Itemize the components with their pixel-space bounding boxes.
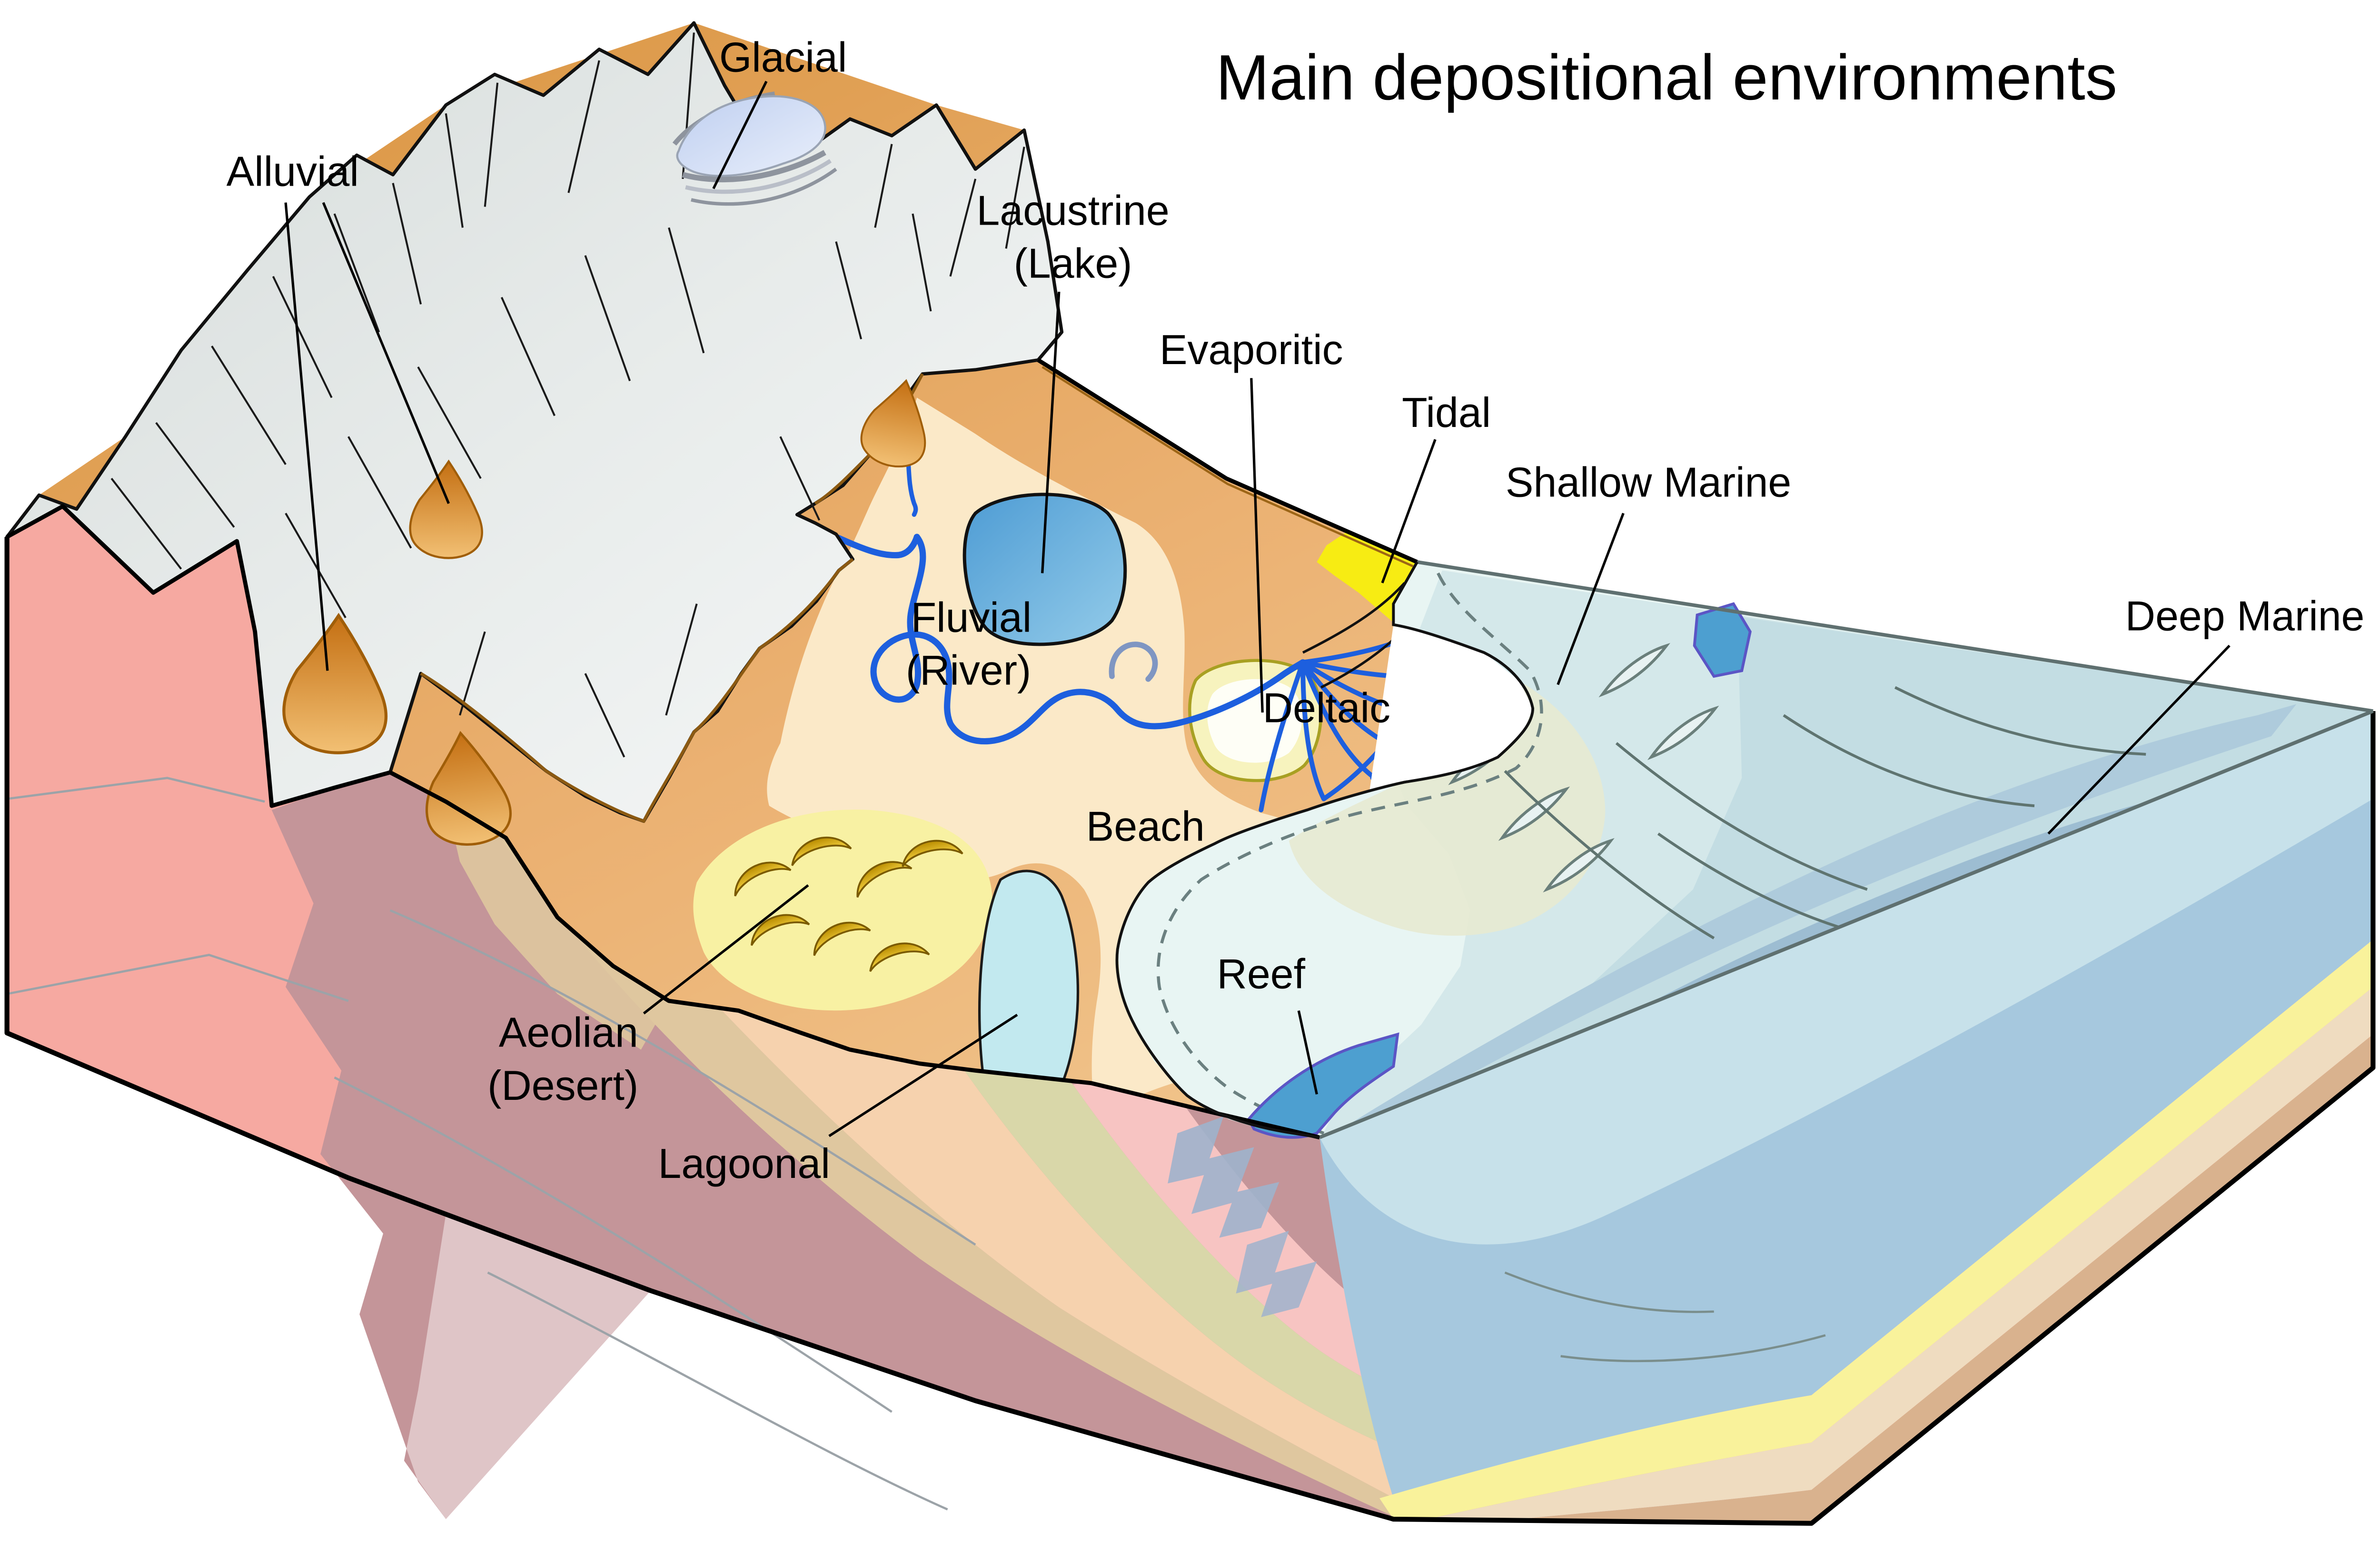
dune-crescent: [902, 840, 963, 867]
oxbow-abandoned-channel: [1109, 642, 1158, 682]
label-lacustrine-line1: Lacustrine: [977, 187, 1170, 234]
label-aeolian-line1: Aeolian: [499, 1009, 638, 1056]
label-reef: Reef: [1217, 950, 1306, 998]
leader-alluvial-2: [322, 202, 450, 504]
dune-field-sand: [693, 810, 992, 1011]
face-tan-upper: [446, 801, 669, 1050]
alluvial-fan-upper: [860, 379, 926, 468]
face-fault-line-3: [389, 909, 976, 1246]
label-deltaic: Deltaic: [1263, 684, 1390, 731]
label-tidal: Tidal: [1402, 389, 1491, 436]
mountain-base-brown-line: [420, 558, 854, 823]
shoreface-dashed-line: [1156, 572, 1543, 1135]
alluvial-fan-south: [426, 731, 512, 846]
layer-pale-tan: [1421, 987, 2373, 1521]
leader-lacustrine: [1041, 291, 1061, 573]
label-deep-marine: Deep Marine: [2125, 592, 2365, 639]
prodelta-mud-tint: [1289, 673, 1606, 936]
alluvial-fan-midslope: [409, 459, 483, 559]
reef-patch-main: [1247, 1032, 1399, 1139]
moraine-band-2: [685, 159, 832, 194]
lake: [962, 493, 1127, 646]
waterline-edge: [1319, 709, 2374, 1139]
label-lacustrine-line2: (Lake): [1014, 240, 1132, 287]
dune-crescent: [791, 837, 852, 866]
leader-evaporitic: [1250, 378, 1264, 713]
river-meanders: [870, 534, 1306, 745]
label-shallow-marine: Shallow Marine: [1506, 458, 1791, 505]
mountain-range: [5, 21, 1064, 846]
dune-crescent: [856, 861, 912, 898]
label-evaporitic: Evaporitic: [1160, 326, 1343, 373]
leader-lagoonal: [828, 1014, 1018, 1137]
glacier: [672, 91, 837, 206]
leader-lines: [284, 80, 2231, 1137]
leader-reef: [1297, 1010, 1318, 1095]
moraine-band-3: [691, 168, 837, 206]
leader-glacial: [712, 80, 768, 189]
label-alluvial: Alluvial: [227, 148, 359, 195]
land-horizon-edge: [1037, 358, 1418, 564]
land-horizon-brown-line: [1041, 366, 1414, 567]
dune-crescent: [751, 914, 810, 946]
face-sea-current-line-2: [1560, 1334, 1826, 1363]
face-fault-line-4: [334, 1076, 892, 1413]
face-sea-current-line-1: [1504, 1271, 1714, 1313]
label-beach: Beach: [1086, 802, 1205, 850]
face-peach-band: [654, 938, 1452, 1507]
page-title: Main depositional environments: [1216, 41, 2117, 113]
leader-shallow-marine: [1557, 513, 1625, 685]
outer-block-edge: [4, 537, 2376, 1526]
moraine-band-1: [682, 150, 826, 183]
label-fluvial-line1: Fluvial: [911, 593, 1032, 641]
face-fault-line-5: [487, 1271, 948, 1511]
glacier-ice: [676, 95, 826, 177]
leader-aeolian: [643, 884, 809, 1015]
leader-deep-marine: [2047, 644, 2231, 835]
label-fluvial-line2: (River): [906, 647, 1031, 694]
sea-horizon-edge: [1417, 560, 2373, 713]
right-face-layers: [1319, 711, 2373, 1523]
reef-patch-shoal: [1693, 602, 1752, 678]
face-storm-zigzag-1: [1168, 1116, 1279, 1238]
dune-crescent: [869, 942, 930, 972]
label-aeolian-line2: (Desert): [487, 1062, 638, 1109]
face-fault-line-1: [7, 777, 265, 803]
barchan-dunes: [734, 837, 963, 972]
coastline-edge: [1115, 561, 1535, 1139]
face-khaki-band: [961, 1042, 1502, 1471]
alluvial-fans: [282, 379, 926, 846]
face-mauve-zigzag-left: [271, 810, 651, 1520]
shoulder-edge: [6, 504, 1320, 1140]
dune-crescent: [813, 921, 871, 956]
alluvial-fan-large-left: [282, 613, 387, 754]
water-column-wedge: [1319, 711, 2373, 1245]
block-edges: [4, 358, 2376, 1526]
face-storm-zigzag-2: [1236, 1231, 1317, 1317]
mountain-ridge-lines: [110, 32, 1025, 758]
leader-tidal: [1381, 439, 1437, 583]
deep-sea-fan-lobe: [1261, 704, 2297, 1137]
dune-crescent: [734, 861, 792, 897]
leader-alluvial-1: [284, 202, 329, 671]
face-fault-line-2: [7, 954, 349, 1002]
label-glacial: Glacial: [719, 33, 847, 80]
label-lagoonal: Lagoonal: [658, 1140, 830, 1187]
